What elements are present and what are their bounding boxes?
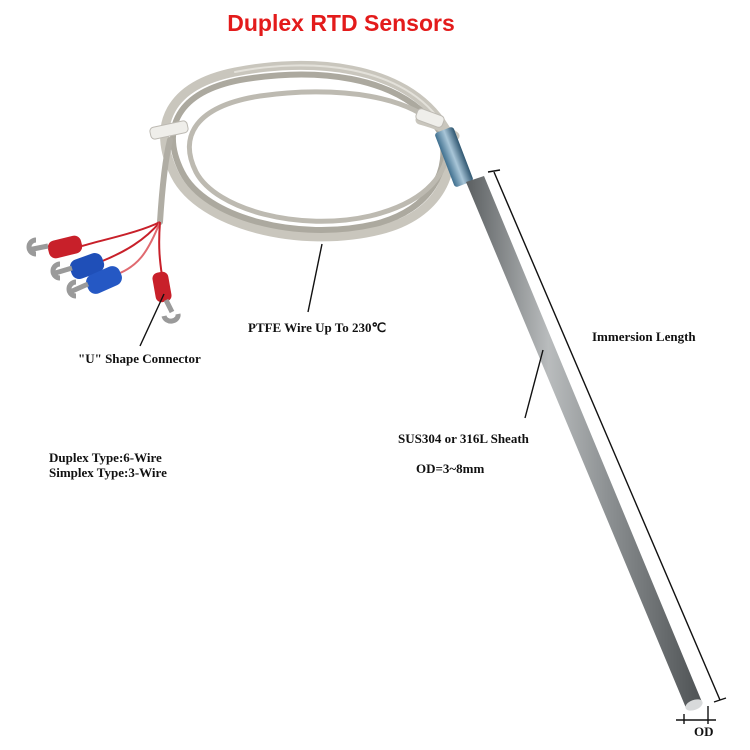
wire-label: PTFE Wire Up To 230℃ bbox=[248, 320, 387, 335]
od-range-label: OD=3~8mm bbox=[416, 461, 485, 476]
ptfe-cable-coil bbox=[157, 60, 460, 242]
duplex-type-label: Duplex Type:6-Wire bbox=[49, 450, 162, 465]
connector-label: "U" Shape Connector bbox=[78, 351, 201, 366]
u-shape-connectors bbox=[26, 235, 181, 324]
od-label: OD bbox=[694, 724, 714, 739]
annotation-lines bbox=[139, 169, 727, 724]
sheath-label: SUS304 or 316L Sheath bbox=[398, 431, 529, 446]
immersion-length-label: Immersion Length bbox=[592, 329, 696, 344]
page-title: Duplex RTD Sensors bbox=[227, 10, 455, 36]
simplex-type-label: Simplex Type:3-Wire bbox=[49, 465, 167, 480]
sensor-sheath bbox=[435, 127, 703, 711]
cable-tie-bands bbox=[149, 108, 445, 140]
